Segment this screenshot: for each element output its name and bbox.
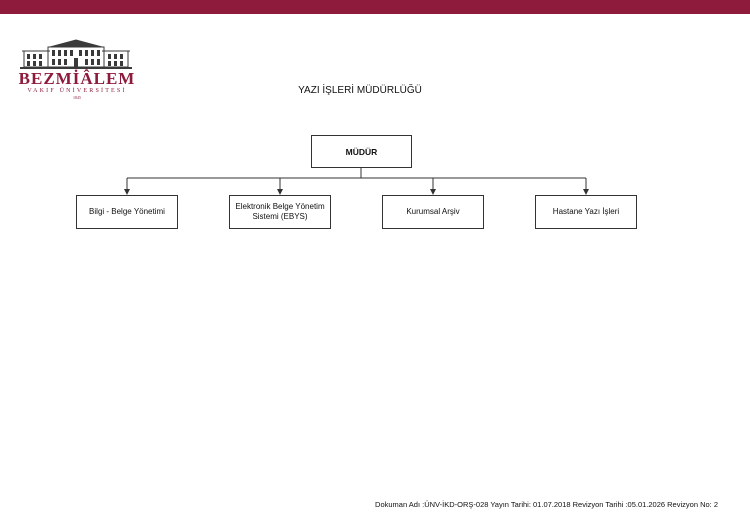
building-icon [20, 39, 132, 69]
logo-year: 1845 [73, 95, 81, 100]
org-node-mudur: MÜDÜR [311, 135, 412, 168]
org-node-hastane-yazi: Hastane Yazı İşleri [535, 195, 637, 229]
university-logo: BEZMİÂLEM VAKIF ÜNİVERSİTESİ 1845 [18, 38, 136, 100]
page-title: YAZI İŞLERİ MÜDÜRLÜĞÜ [298, 85, 422, 96]
org-node-ebys: Elektronik Belge Yönetim Sistemi (EBYS) [229, 195, 331, 229]
logo-subtitle: VAKIF ÜNİVERSİTESİ [27, 88, 127, 94]
org-node-kurumsal-arsiv: Kurumsal Arşiv [382, 195, 484, 229]
logo-name: BEZMİÂLEM [18, 69, 136, 88]
document-footer: Dokuman Adı :ÜNV-İKD-ORŞ-028 Yayın Tarih… [375, 500, 718, 509]
org-node-bilgi-belge: Bilgi - Belge Yönetimi [76, 195, 178, 229]
top-brand-bar [0, 0, 750, 14]
